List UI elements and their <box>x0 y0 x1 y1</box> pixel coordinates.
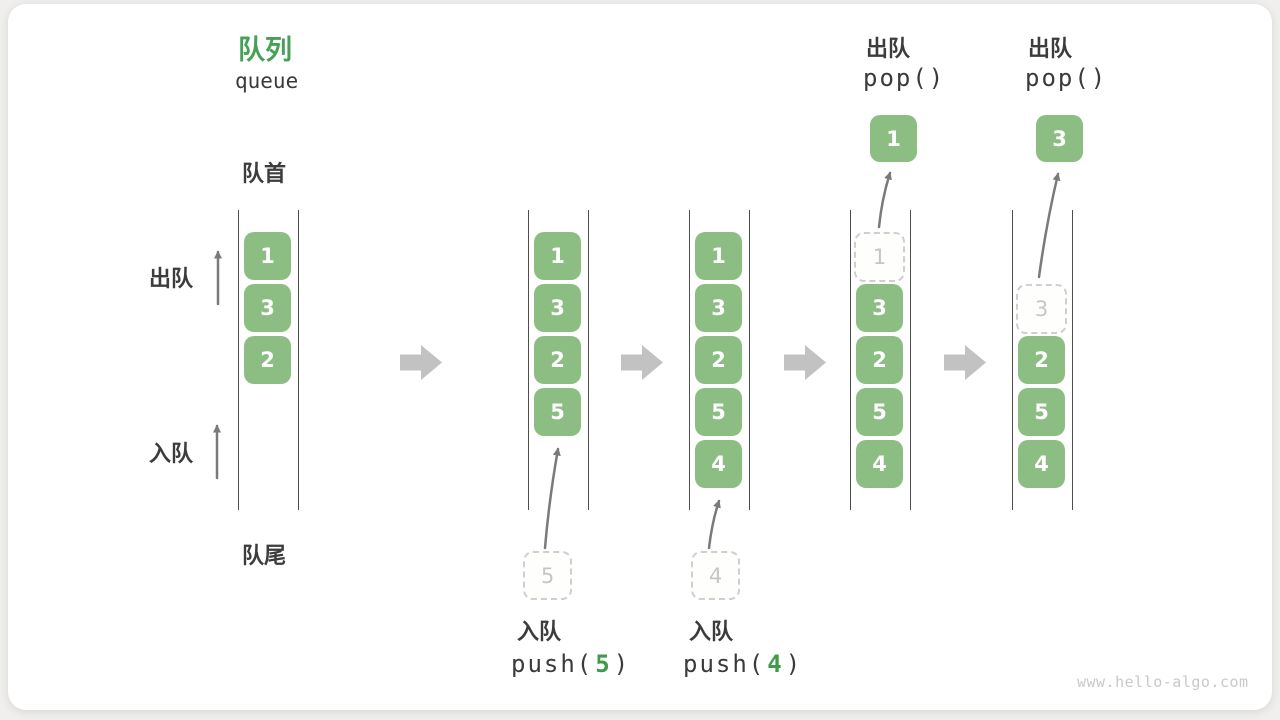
op-label-dequeue: 出队 <box>1028 36 1073 61</box>
label-queue-front: 队首 <box>242 161 287 186</box>
queue-column-5: 3 2 5 4 <box>1012 210 1073 510</box>
op-label-enqueue: 入队 <box>689 619 734 644</box>
op-code-push-5: push(5) <box>511 650 630 678</box>
queue-item: 5 <box>695 388 742 436</box>
op-code-pop: pop() <box>863 64 946 92</box>
queue-item: 4 <box>1018 440 1065 488</box>
queue-item: 3 <box>695 284 742 332</box>
queue-item: 3 <box>534 284 581 332</box>
queue-item: 4 <box>856 440 903 488</box>
op-code-pop: pop() <box>1025 64 1108 92</box>
queue-item: 3 <box>244 284 291 332</box>
queue-item: 2 <box>856 336 903 384</box>
label-queue-rear: 队尾 <box>242 543 287 568</box>
queue-column-1: 1 3 2 <box>238 210 299 510</box>
arrow-right-icon <box>621 345 663 380</box>
op-label-enqueue: 入队 <box>517 619 562 644</box>
op-label-dequeue: 出队 <box>866 36 911 61</box>
popped-item-box: 3 <box>1036 115 1083 162</box>
label-enqueue-side: 入队 <box>149 441 194 466</box>
code-arg: 4 <box>767 650 784 678</box>
queue-column-4: 1 3 2 5 4 <box>850 210 911 510</box>
code-open: push( <box>683 650 766 678</box>
queue-item: 1 <box>534 232 581 280</box>
arrow-right-icon <box>944 345 986 380</box>
queue-item: 1 <box>695 232 742 280</box>
queue-item: 2 <box>695 336 742 384</box>
label-dequeue-side: 出队 <box>149 266 194 291</box>
arrow-right-icon <box>400 345 442 380</box>
code-open: push( <box>511 650 594 678</box>
code-arg: 5 <box>595 650 612 678</box>
queue-item: 2 <box>244 336 291 384</box>
queue-column-3: 1 3 2 5 4 <box>689 210 750 510</box>
queue-item: 5 <box>1018 388 1065 436</box>
page-title: 队列 <box>238 35 292 65</box>
queue-item: 3 <box>856 284 903 332</box>
queue-item: 5 <box>534 388 581 436</box>
watermark: www.hello-algo.com <box>1077 673 1249 691</box>
ghost-item: 3 <box>1016 284 1067 334</box>
queue-item: 2 <box>1018 336 1065 384</box>
pending-item-box: 5 <box>523 551 572 600</box>
popped-item-box: 1 <box>870 115 917 162</box>
code-close: ) <box>785 650 803 678</box>
queue-item: 4 <box>695 440 742 488</box>
queue-item: 2 <box>534 336 581 384</box>
op-code-push-4: push(4) <box>683 650 802 678</box>
queue-item: 1 <box>244 232 291 280</box>
ghost-item: 1 <box>854 232 905 282</box>
queue-item: 5 <box>856 388 903 436</box>
queue-column-2: 1 3 2 5 <box>528 210 589 510</box>
arrow-right-icon <box>784 345 826 380</box>
page-subtitle: queue <box>235 69 299 93</box>
code-close: ) <box>613 650 631 678</box>
pending-item-box: 4 <box>691 551 740 600</box>
